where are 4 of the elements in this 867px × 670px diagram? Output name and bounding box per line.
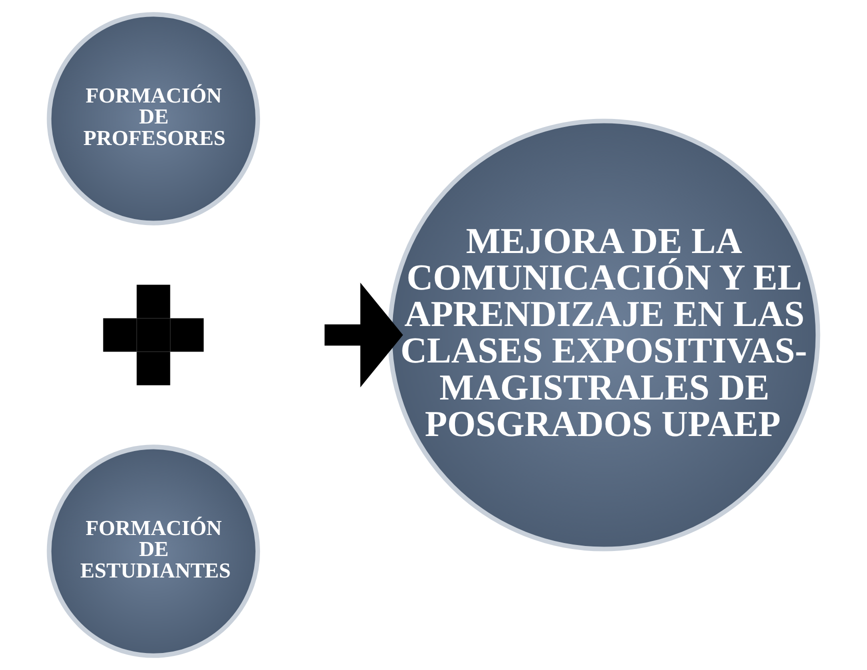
node-circle: FORMACIÓN DE ESTUDIANTES bbox=[46, 444, 260, 658]
node-circle: MEJORA DE LA COMUNICACIÓN Y EL APRENDIZAJE EN LAS CLASES EXPOSITIVAS-MAGISTRALES DE POSGRADOS UPAEP bbox=[388, 118, 820, 552]
arrow bbox=[324, 282, 404, 388]
node-circle: FORMACIÓN DE PROFESORES bbox=[46, 12, 260, 226]
